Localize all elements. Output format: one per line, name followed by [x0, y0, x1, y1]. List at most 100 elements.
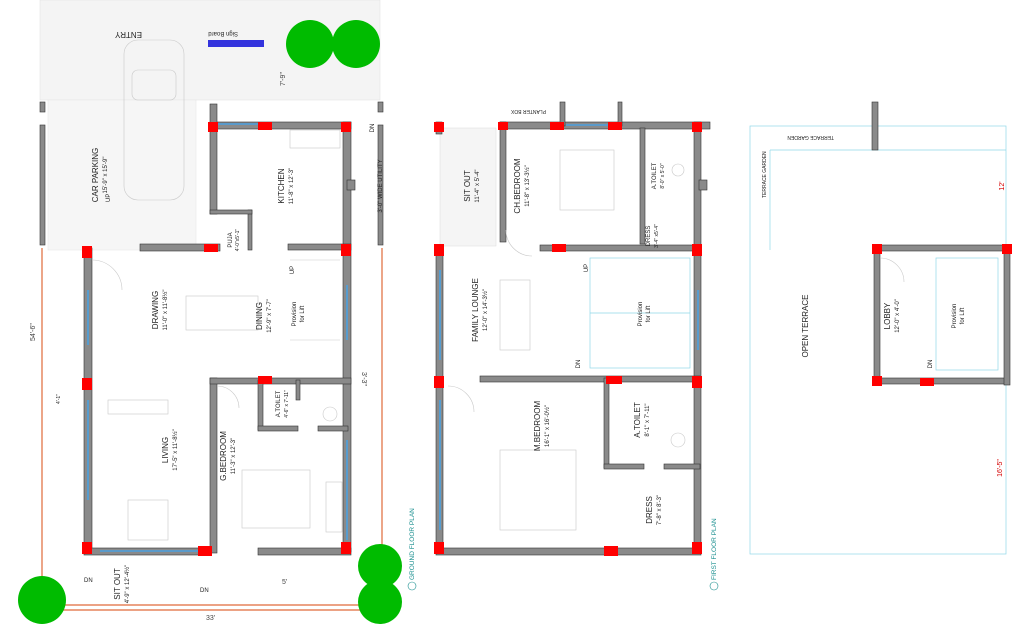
dim-bottom-mid: 5'	[282, 579, 287, 586]
ground-floor-plan: Sign Board ENTRY 7'-9" 54'-6" 4'-1" 3'-3…	[18, 0, 417, 624]
tree	[18, 576, 66, 624]
column	[1002, 244, 1012, 254]
lobby-stair	[935, 257, 999, 371]
entry-label: ENTRY	[114, 30, 142, 39]
lobby-wall-east	[1003, 244, 1011, 386]
column	[204, 244, 218, 252]
bed	[241, 469, 311, 529]
family-lounge-size: 12'-0" x 14'-3½"	[482, 289, 489, 331]
column	[920, 378, 934, 386]
column	[606, 376, 622, 384]
wall-kitchen-west	[209, 103, 218, 215]
tree	[358, 580, 402, 624]
column	[872, 244, 882, 254]
terrace-lift-line1: Provision	[952, 304, 958, 329]
column	[434, 542, 444, 554]
dining-label: DINING	[255, 302, 264, 330]
column	[550, 122, 564, 130]
dn-utility: DN	[370, 124, 376, 133]
lobby-wall-north	[873, 244, 1009, 252]
gate-post-left-top	[39, 101, 46, 113]
column	[341, 542, 351, 554]
car-parking-size: 15'-9" x 15'-9"	[103, 157, 109, 194]
ff-wall-toilet-bottom-south	[603, 463, 645, 470]
wall-kitchen-stub	[346, 179, 356, 191]
ff-toilet-fixture	[671, 163, 685, 177]
ff-sofa	[499, 279, 531, 351]
planter-box-label: PLANTER BOX	[510, 108, 546, 114]
terrace-plan: TERRACE GARDEN TERRACE GARDEN OPEN TERRA…	[749, 101, 1012, 555]
ff-wall-toilet-west	[639, 127, 646, 245]
dim-left-small: 4'-1"	[56, 394, 62, 404]
column	[692, 376, 702, 388]
first-floor-caption: FIRST FLOOR PLAN	[711, 518, 718, 580]
sofa	[107, 399, 169, 415]
ch-bedroom-label: CH.BEDROOM	[513, 158, 522, 213]
kitchen-counter	[289, 129, 341, 149]
dn-sitout: DN	[84, 578, 93, 584]
toilet-fixture	[322, 406, 338, 422]
dn-bottom: DN	[200, 588, 209, 594]
utility-label: 3'-0" WIDE UTILITY	[378, 159, 384, 212]
ff-lift-line2: for Lift	[646, 305, 652, 322]
lobby-size: 12'-0" x 4'-0"	[895, 299, 901, 333]
wall-drawing-north	[139, 243, 221, 252]
m-bedroom-label: M.BEDROOM	[533, 401, 542, 452]
dining-size: 12'-9" x 7'-7"	[267, 299, 273, 333]
wall-toilet-south-2	[317, 425, 349, 432]
dim-bottom: 33'	[206, 615, 215, 622]
ground-floor-caption: GROUND FLOOR PLAN	[409, 508, 416, 580]
g-bedroom-size: 11'-3" x 12'-3"	[231, 438, 237, 474]
sit-out-deck	[439, 127, 497, 247]
ch-bedroom-size: 11'-8" x 13'-3½"	[524, 165, 531, 206]
lift-line2: for Lift	[300, 305, 306, 322]
wall-living-partition	[209, 377, 218, 554]
ff-wall-ch-west	[499, 121, 507, 243]
car-parking-label: CAR PARKING	[91, 148, 100, 203]
ff-dress-bottom-size: 7'-8" x 8'-3"	[657, 495, 663, 525]
lift-line1: Provision	[292, 302, 298, 327]
g-bedroom-label: G.BEDROOM	[219, 431, 228, 481]
a-toilet-size: 4'-6" x 7'-11"	[284, 390, 290, 418]
ff-wall-toilet-bottom-south2	[663, 463, 701, 470]
sofa-2	[127, 499, 169, 541]
column	[604, 546, 618, 556]
column	[434, 376, 444, 388]
dim-right: 3'-3"	[360, 372, 367, 386]
column	[552, 244, 566, 252]
ff-lift-line1: Provision	[638, 302, 644, 327]
wall-toilet-east	[295, 379, 301, 401]
column	[872, 376, 882, 386]
family-lounge-label: FAMILY LOUNGE	[471, 278, 480, 342]
column	[692, 122, 702, 132]
wall-toilet-south	[257, 425, 299, 432]
up-dining: UP	[290, 266, 296, 274]
terrace-garden-side-label: TERRACE GARDEN	[762, 151, 768, 198]
kitchen-label: KITCHEN	[277, 168, 286, 203]
terrace-dim-side: 16'-5"	[997, 459, 1004, 477]
ff-a-toilet-top-label: A.TOILET	[652, 162, 658, 189]
ff-door-swing-2	[447, 385, 475, 413]
wall-toilet-west	[257, 379, 264, 431]
door-swing	[91, 259, 123, 291]
tree	[286, 20, 334, 68]
column	[82, 378, 92, 390]
drawing-label: DRAWING	[151, 291, 160, 329]
ff-dress-top-size: 3'-4" x5'-4"	[654, 224, 660, 248]
open-terrace-label: OPEN TERRACE	[801, 295, 810, 358]
lobby-wall-west	[873, 244, 881, 386]
column	[434, 244, 444, 256]
a-toilet-label: A.TOILET	[276, 390, 282, 417]
up-parking: UP	[106, 194, 112, 202]
terrace-garden-label: TERRACE GARDEN	[787, 134, 834, 140]
ff-bed-top	[559, 149, 615, 211]
column	[692, 244, 702, 256]
column	[692, 542, 702, 554]
ff-dress-bottom-label: DRESS	[645, 496, 654, 524]
tree	[358, 544, 402, 588]
sit-out-label: SIT OUT	[113, 568, 122, 600]
terrace-dn: DN	[928, 360, 934, 369]
sit-out-size: 4'-9" x 12'-4½"	[124, 565, 131, 604]
ff-bed-master	[499, 449, 577, 531]
ff-a-toilet-bottom-label: A.TOILET	[633, 402, 642, 438]
